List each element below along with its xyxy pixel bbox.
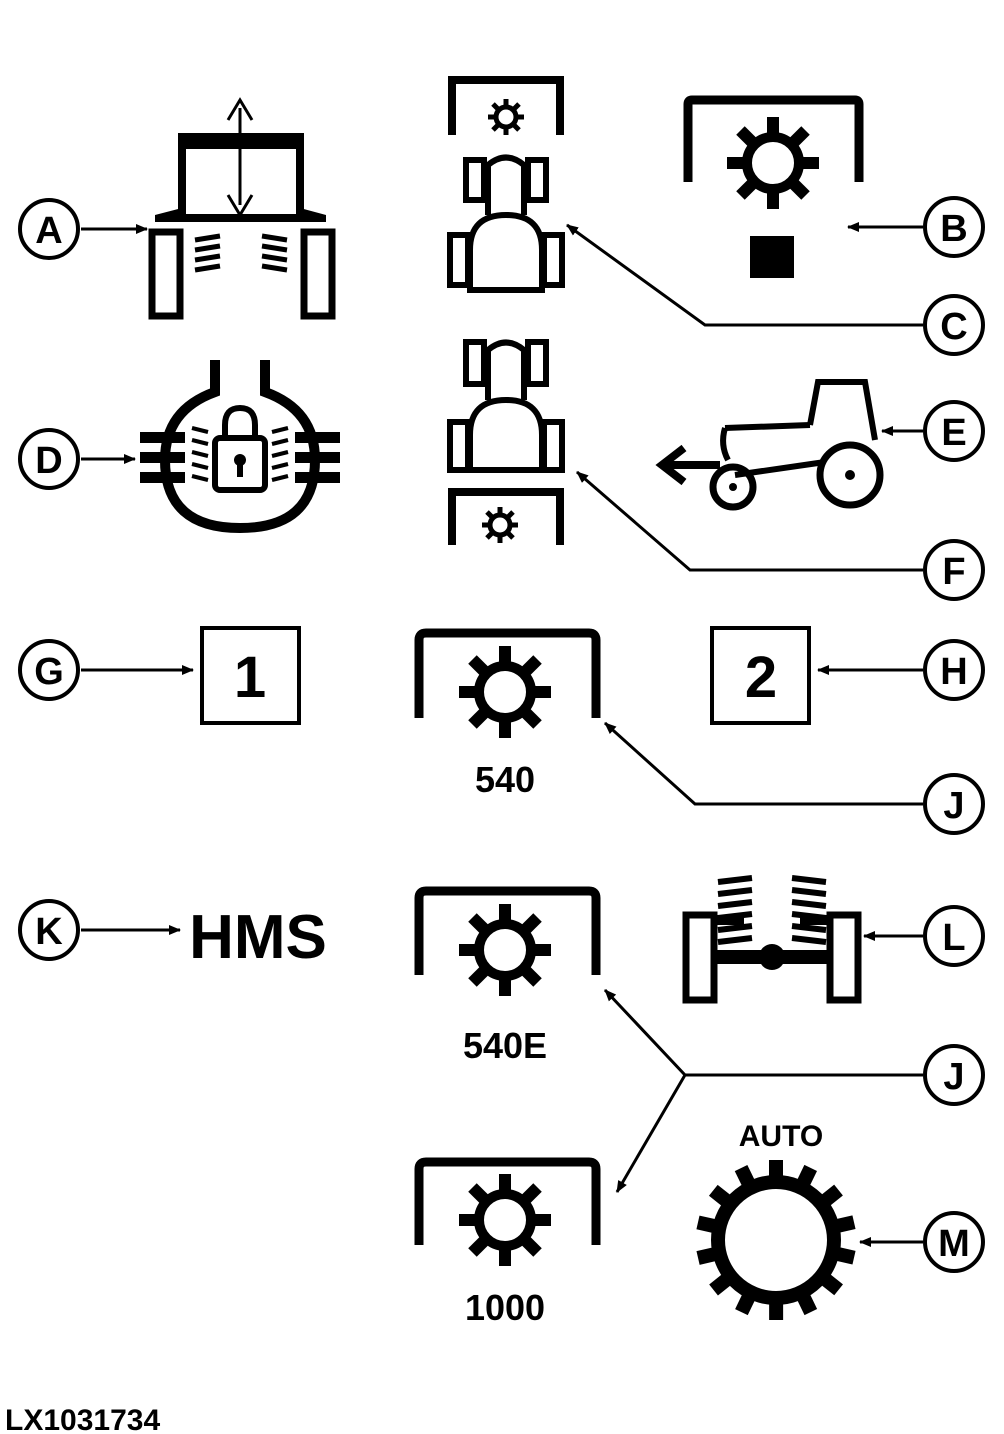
svg-text:K: K bbox=[35, 911, 63, 953]
range-1-icon: 1 bbox=[200, 626, 301, 725]
callout-b: B bbox=[923, 196, 985, 258]
range-2-label: 2 bbox=[745, 645, 777, 710]
svg-text:C: C bbox=[940, 306, 967, 348]
rear-pto-icon bbox=[447, 339, 565, 545]
svg-text:J: J bbox=[943, 785, 964, 827]
svg-text:D: D bbox=[35, 440, 62, 482]
svg-text:M: M bbox=[938, 1223, 970, 1265]
range-1-label: 1 bbox=[234, 645, 266, 710]
callout-h: H bbox=[923, 639, 985, 701]
callout-l: L bbox=[923, 905, 985, 967]
front-suspension-icon bbox=[148, 97, 336, 320]
axle-suspension-icon bbox=[682, 875, 862, 1004]
callout-j-lower: J bbox=[923, 1044, 985, 1106]
pto-engaged-icon bbox=[683, 95, 864, 278]
range-2-icon: 2 bbox=[710, 626, 811, 725]
hms-label: HMS bbox=[189, 903, 327, 972]
differential-lock-icon bbox=[140, 360, 340, 534]
pto-540e-label: 540E bbox=[463, 1025, 547, 1066]
callout-m: M bbox=[923, 1211, 985, 1273]
callout-e: E bbox=[923, 400, 985, 462]
svg-text:F: F bbox=[942, 551, 965, 593]
leader-lines bbox=[81, 222, 923, 1247]
svg-text:B: B bbox=[940, 208, 967, 250]
pto-540e-icon: 540E bbox=[414, 886, 601, 1066]
auto-label: AUTO bbox=[739, 1120, 823, 1153]
front-pto-icon bbox=[447, 76, 565, 293]
svg-text:E: E bbox=[941, 412, 966, 454]
tractor-implement-icon bbox=[655, 379, 884, 511]
figure-id: LX1031734 bbox=[5, 1404, 160, 1434]
callout-g: G bbox=[18, 639, 80, 701]
callout-a: A bbox=[18, 198, 80, 260]
callout-f: F bbox=[923, 539, 985, 601]
auto-pto-icon: AUTO bbox=[696, 1120, 856, 1321]
callout-c: C bbox=[923, 294, 985, 356]
svg-text:G: G bbox=[34, 651, 64, 693]
svg-text:H: H bbox=[940, 651, 967, 693]
pto-1000-icon: 1000 bbox=[414, 1157, 601, 1328]
svg-text:A: A bbox=[35, 210, 62, 252]
svg-text:J: J bbox=[943, 1056, 964, 1098]
pto-1000-label: 1000 bbox=[465, 1287, 545, 1328]
pto-540-label: 540 bbox=[475, 759, 535, 800]
callout-d: D bbox=[18, 428, 80, 490]
svg-text:L: L bbox=[942, 917, 965, 959]
callout-j-upper: J bbox=[923, 773, 985, 835]
pto-540-icon: 540 bbox=[414, 628, 601, 800]
callout-k: K bbox=[18, 899, 80, 961]
